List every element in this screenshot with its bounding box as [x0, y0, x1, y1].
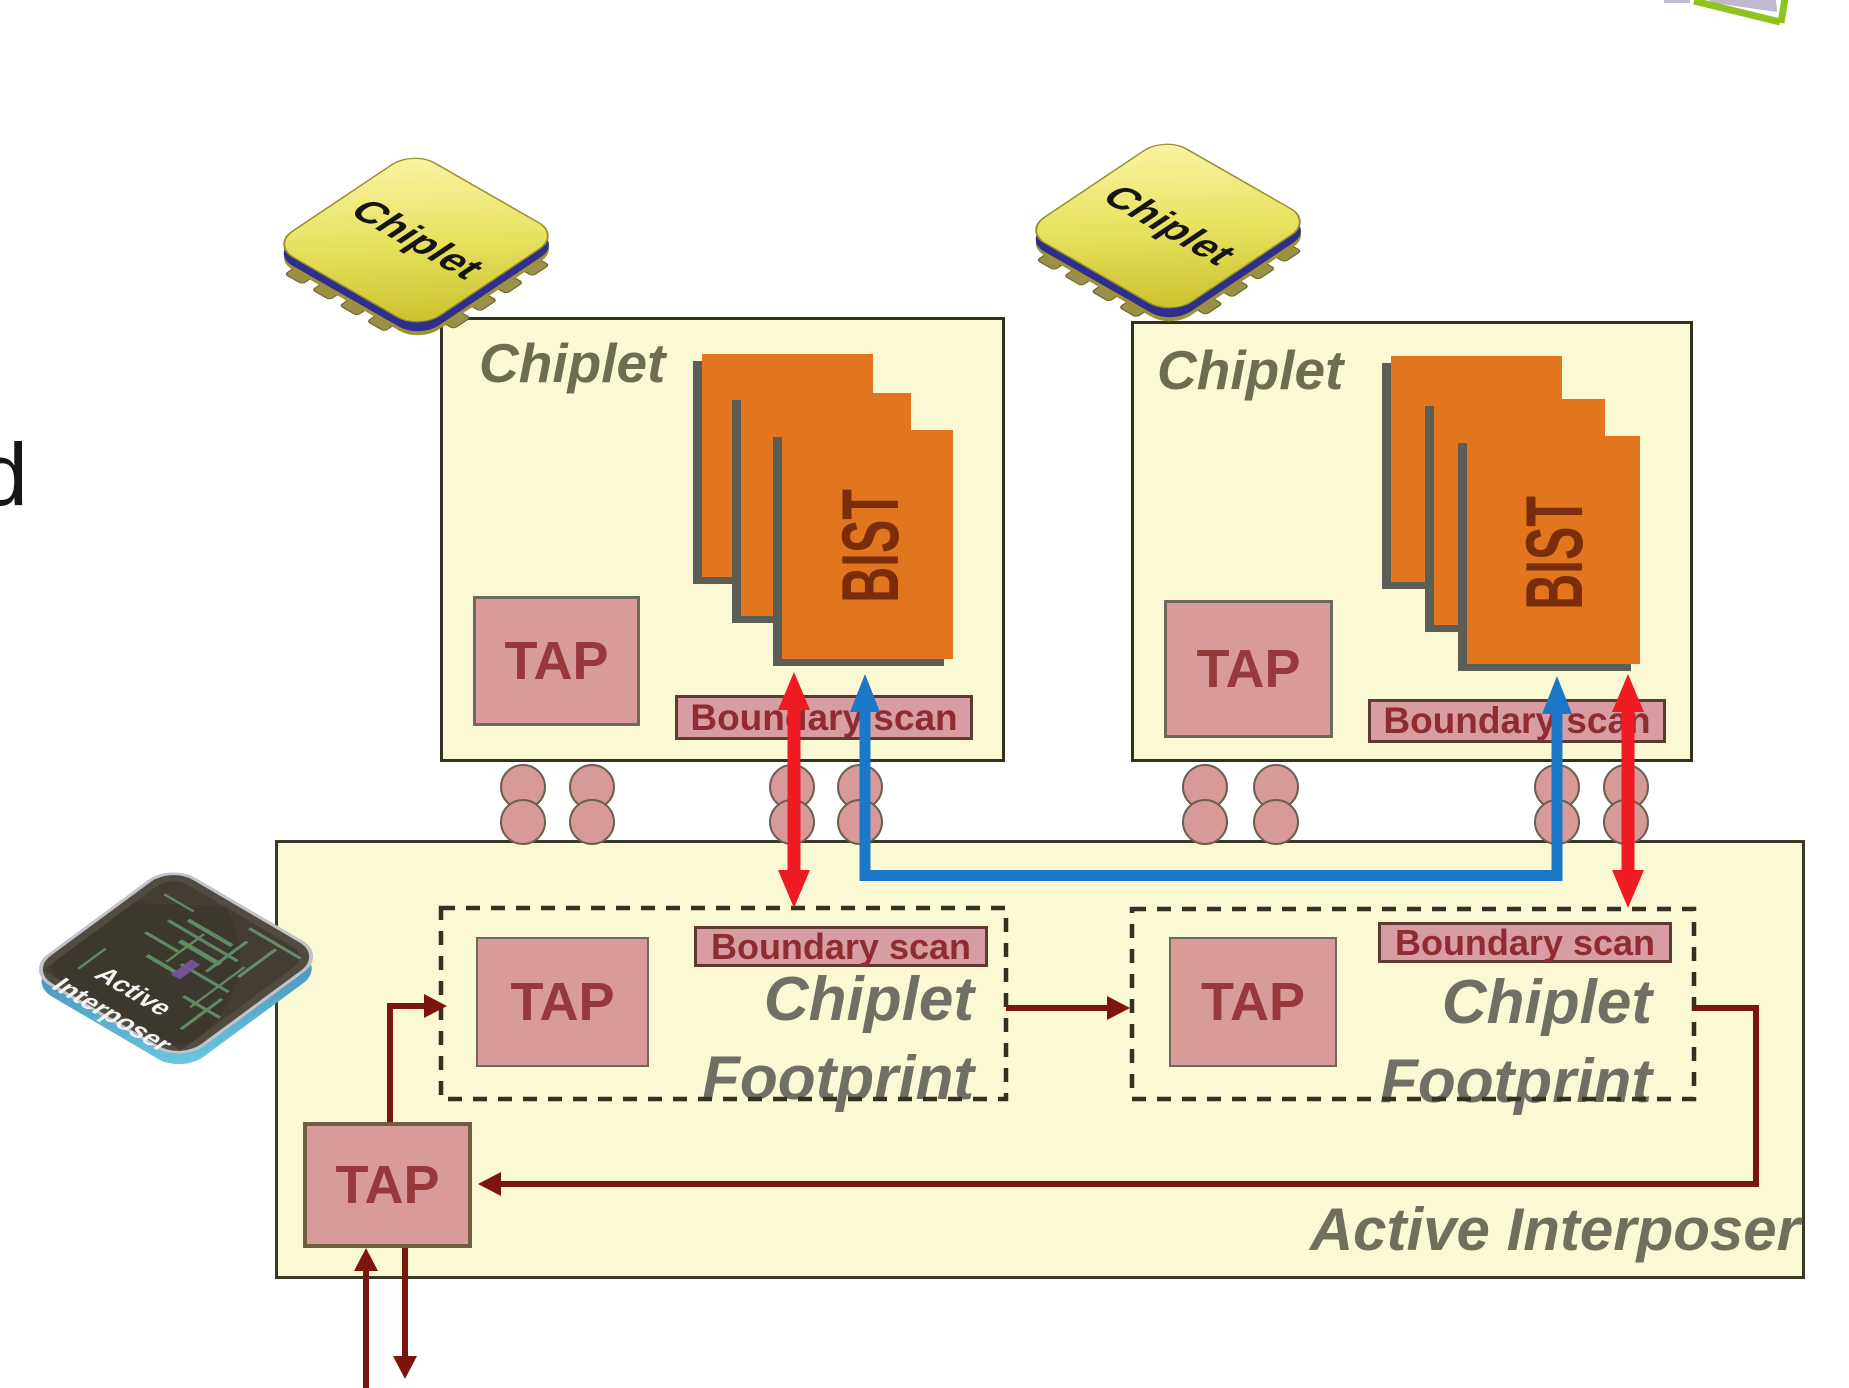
svg-text:BIST: BIST	[826, 489, 916, 603]
svg-text:BIST: BIST	[1510, 496, 1600, 610]
